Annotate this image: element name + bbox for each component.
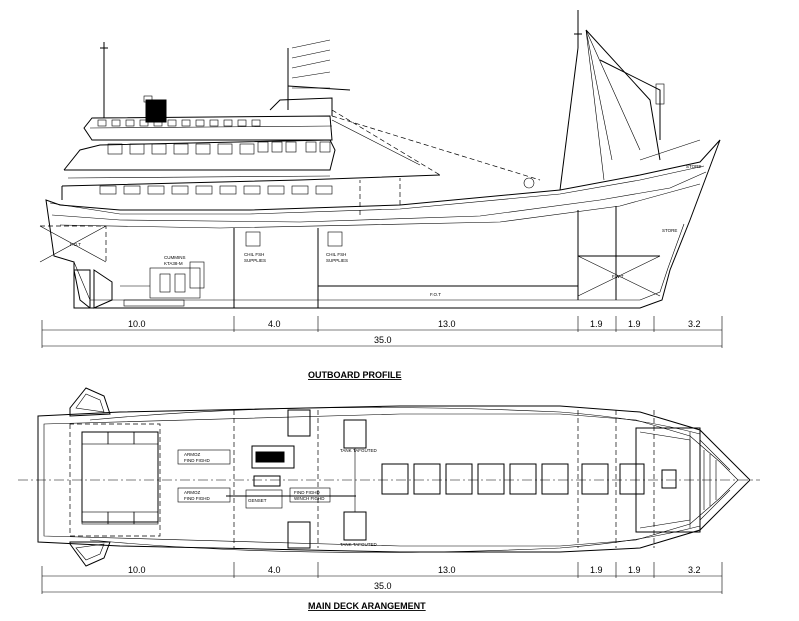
main-deck-arrangement: ARMOZ FIND FIGHD ARMOZ FIND FIGHD FIND F… (18, 387, 760, 611)
dim-3: 13.0 (438, 319, 456, 329)
deck-dim-3: 13.0 (438, 565, 456, 575)
label-winch-2b: FIND FIGHD (184, 496, 210, 501)
label-hold-2: CHIL FSH (326, 252, 346, 257)
window-row-lower (99, 185, 333, 195)
dim-1: 10.0 (128, 319, 146, 329)
bow-structure (635, 427, 731, 533)
deck-outline (37, 405, 751, 553)
label-fwt: F.W.T (612, 274, 624, 279)
aft-hatch (81, 431, 159, 525)
outboard-profile-title: OUTBOARD PROFILE (308, 370, 402, 380)
deck-dim-2: 4.0 (268, 565, 281, 575)
dim-5: 1.9 (628, 319, 641, 329)
label-winch-3b: WINCH FIGHD (294, 496, 325, 501)
funnel (145, 99, 167, 123)
superstructure (61, 39, 541, 200)
label-genset: GENSET (248, 498, 267, 503)
foremast (359, 10, 701, 215)
label-tank-top: TANK TAFGUTED (340, 448, 378, 453)
hold-hatches (381, 463, 645, 495)
label-winch-1: ARMOZ (184, 452, 201, 457)
label-fot: F.O.T (430, 292, 441, 297)
label-engine-model: KTA38-M (164, 261, 183, 266)
propeller-rudder (73, 269, 113, 309)
deck-dim-total: 35.0 (374, 581, 392, 591)
label-hold-1: CHIL FSH (244, 252, 264, 257)
deck-dim-1: 10.0 (128, 565, 146, 575)
main-deck-title: MAIN DECK ARANGEMENT (308, 601, 426, 611)
hull-outline (45, 139, 721, 309)
label-winch-3: FIND FIGHD (294, 490, 320, 495)
label-winch-2: ARMOZ (184, 490, 201, 495)
deck-dim-4: 1.9 (590, 565, 603, 575)
deck-dim-6: 3.2 (688, 565, 701, 575)
internal-compartments (39, 206, 661, 309)
deck-dimensions: 10.0 4.0 13.0 1.9 1.9 3.2 35.0 (41, 562, 723, 594)
main-engine (120, 261, 205, 299)
dim-total: 35.0 (374, 335, 392, 345)
dim-4: 1.9 (590, 319, 603, 329)
outboard-profile: CUMMINS KTA38-M CHIL FSH SUPPLIES CHIL F… (39, 10, 723, 380)
window-row-middle (107, 141, 331, 155)
label-engine: CUMMINS (164, 255, 186, 260)
label-store: STORE (662, 228, 677, 233)
label-tank-bottom: TANK TAFGUTED (340, 542, 378, 547)
label-hold-1b: SUPPLIES (244, 258, 266, 263)
label-fwd-store: STORE (686, 164, 701, 169)
label-winch-1b: FIND FIGHD (184, 458, 210, 463)
window-row-upper (97, 119, 261, 127)
profile-dimensions: 10.0 4.0 13.0 1.9 1.9 3.2 35.0 (41, 316, 723, 348)
label-hold-2b: SUPPLIES (326, 258, 348, 263)
dim-2: 4.0 (268, 319, 281, 329)
deck-dim-5: 1.9 (628, 565, 641, 575)
label-fot-aft: F.O.T (70, 242, 81, 247)
dim-6: 3.2 (688, 319, 701, 329)
